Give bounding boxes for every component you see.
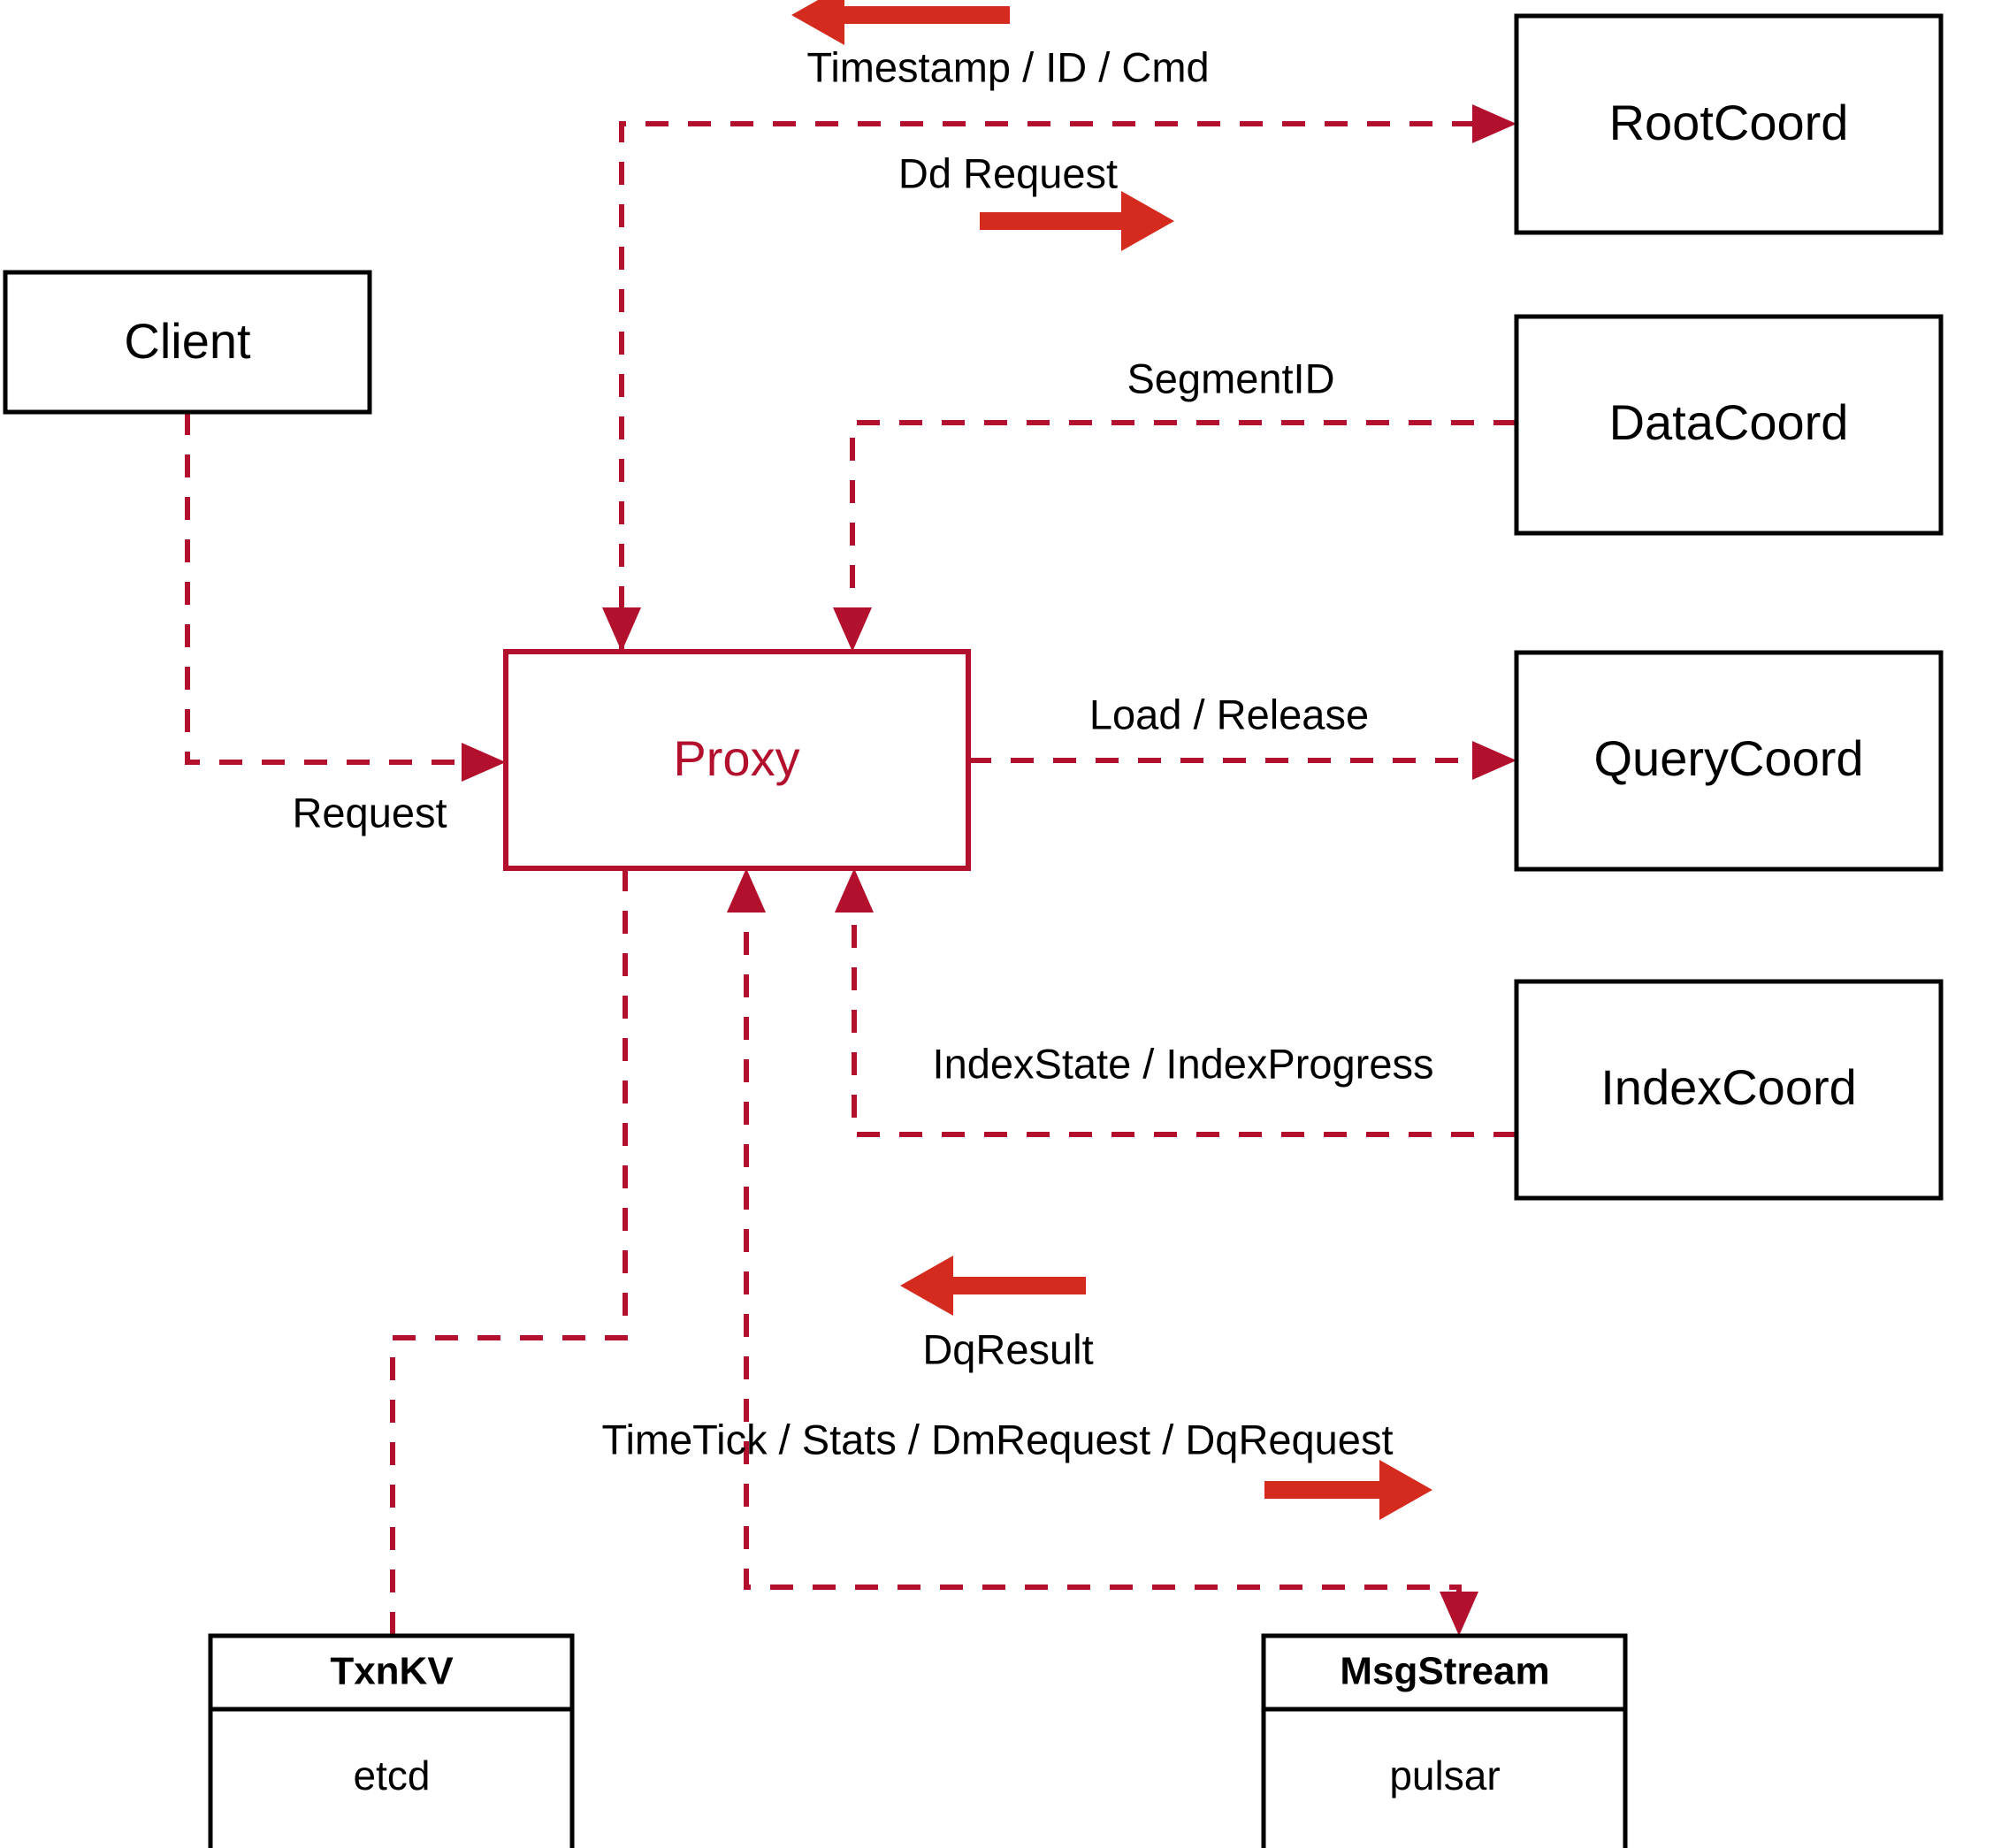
node-msgstream-rect[interactable]: [1261, 1633, 1628, 1848]
edge-client-to-proxy: [185, 412, 506, 782]
node-rootcoord[interactable]: RootCoord: [1514, 13, 1944, 235]
arrowhead-into-proxy-bottom-right: [835, 868, 874, 913]
node-proxy-rect[interactable]: [503, 649, 971, 871]
node-msgstream-sublabel: pulsar: [1389, 1753, 1500, 1798]
edge-label-index-state: IndexState / IndexProgress: [933, 1040, 1434, 1087]
timestamp-flow-arrow: [791, 0, 1010, 45]
node-querycoord-label: QueryCoord: [1593, 730, 1863, 786]
arrowhead-into-rootcoord: [1472, 104, 1516, 143]
node-proxy[interactable]: Proxy: [503, 649, 971, 871]
node-querycoord[interactable]: QueryCoord: [1514, 650, 1944, 872]
node-rootcoord-label: RootCoord: [1609, 95, 1849, 150]
edge-proxy-to-txnkv: [390, 868, 628, 1636]
node-indexcoord-label: IndexCoord: [1600, 1059, 1857, 1115]
node-txnkv-title: TxnKV: [330, 1650, 454, 1693]
edge-label-load-release: Load / Release: [1089, 691, 1369, 737]
edge-label-dq-result: DqResult: [922, 1325, 1093, 1372]
arrowhead-into-proxy-top-right: [833, 607, 872, 652]
node-msgstream[interactable]: MsgStream pulsar: [1261, 1633, 1628, 1848]
edge-datacoord-to-proxy: [833, 420, 1516, 652]
node-client[interactable]: Client: [3, 270, 372, 415]
dd-request-flow-arrow: [980, 191, 1174, 251]
node-datacoord-label: DataCoord: [1609, 394, 1849, 450]
edge-label-timestamp-id-cmd: Timestamp / ID / Cmd: [806, 43, 1209, 90]
edge-proxy-to-querycoord: [968, 741, 1516, 780]
edge-indexcoord-to-proxy: [835, 868, 1516, 1137]
edge-path-client-request: [185, 412, 485, 765]
edge-label-timetick-stats: TimeTick / Stats / DmRequest / DqRequest: [601, 1416, 1393, 1462]
edge-path-msgstream: [744, 890, 1462, 1613]
edge-path-txnkv: [390, 868, 628, 1636]
node-indexcoord[interactable]: IndexCoord: [1514, 979, 1944, 1201]
node-client-label: Client: [124, 313, 251, 369]
edge-label-request: Request: [292, 789, 447, 836]
edge-proxy-to-msgstream: [727, 868, 1478, 1636]
edge-path-segment-id: [850, 420, 1516, 630]
node-datacoord-rect[interactable]: [1514, 314, 1944, 536]
node-msgstream-title: MsgStream: [1340, 1650, 1549, 1693]
node-querycoord-rect[interactable]: [1514, 650, 1944, 872]
node-txnkv-sublabel: etcd: [354, 1753, 431, 1798]
node-proxy-label: Proxy: [673, 730, 799, 786]
node-rootcoord-rect[interactable]: [1514, 13, 1944, 235]
edge-label-segment-id: SegmentID: [1127, 355, 1334, 401]
dq-result-flow-arrow: [900, 1256, 1086, 1316]
node-txnkv[interactable]: TxnKV etcd: [208, 1633, 575, 1848]
edge-proxy-to-rootcoord: [602, 104, 1516, 652]
node-txnkv-rect[interactable]: [208, 1633, 575, 1848]
edge-path-index-state: [852, 890, 1516, 1137]
edge-path-dd-request: [619, 121, 1495, 652]
arrowhead-into-proxy-top-left: [602, 607, 641, 652]
arrowhead-into-proxy-left: [462, 743, 506, 782]
arrowhead-into-msgstream: [1440, 1592, 1478, 1636]
dq-request-flow-arrow: [1264, 1460, 1432, 1520]
edge-label-dd-request: Dd Request: [898, 149, 1118, 196]
node-client-rect[interactable]: [3, 270, 372, 415]
node-indexcoord-rect[interactable]: [1514, 979, 1944, 1201]
arrowhead-into-proxy-bottom-middle: [727, 868, 766, 913]
node-datacoord[interactable]: DataCoord: [1514, 314, 1944, 536]
arrowhead-into-querycoord: [1472, 741, 1516, 780]
